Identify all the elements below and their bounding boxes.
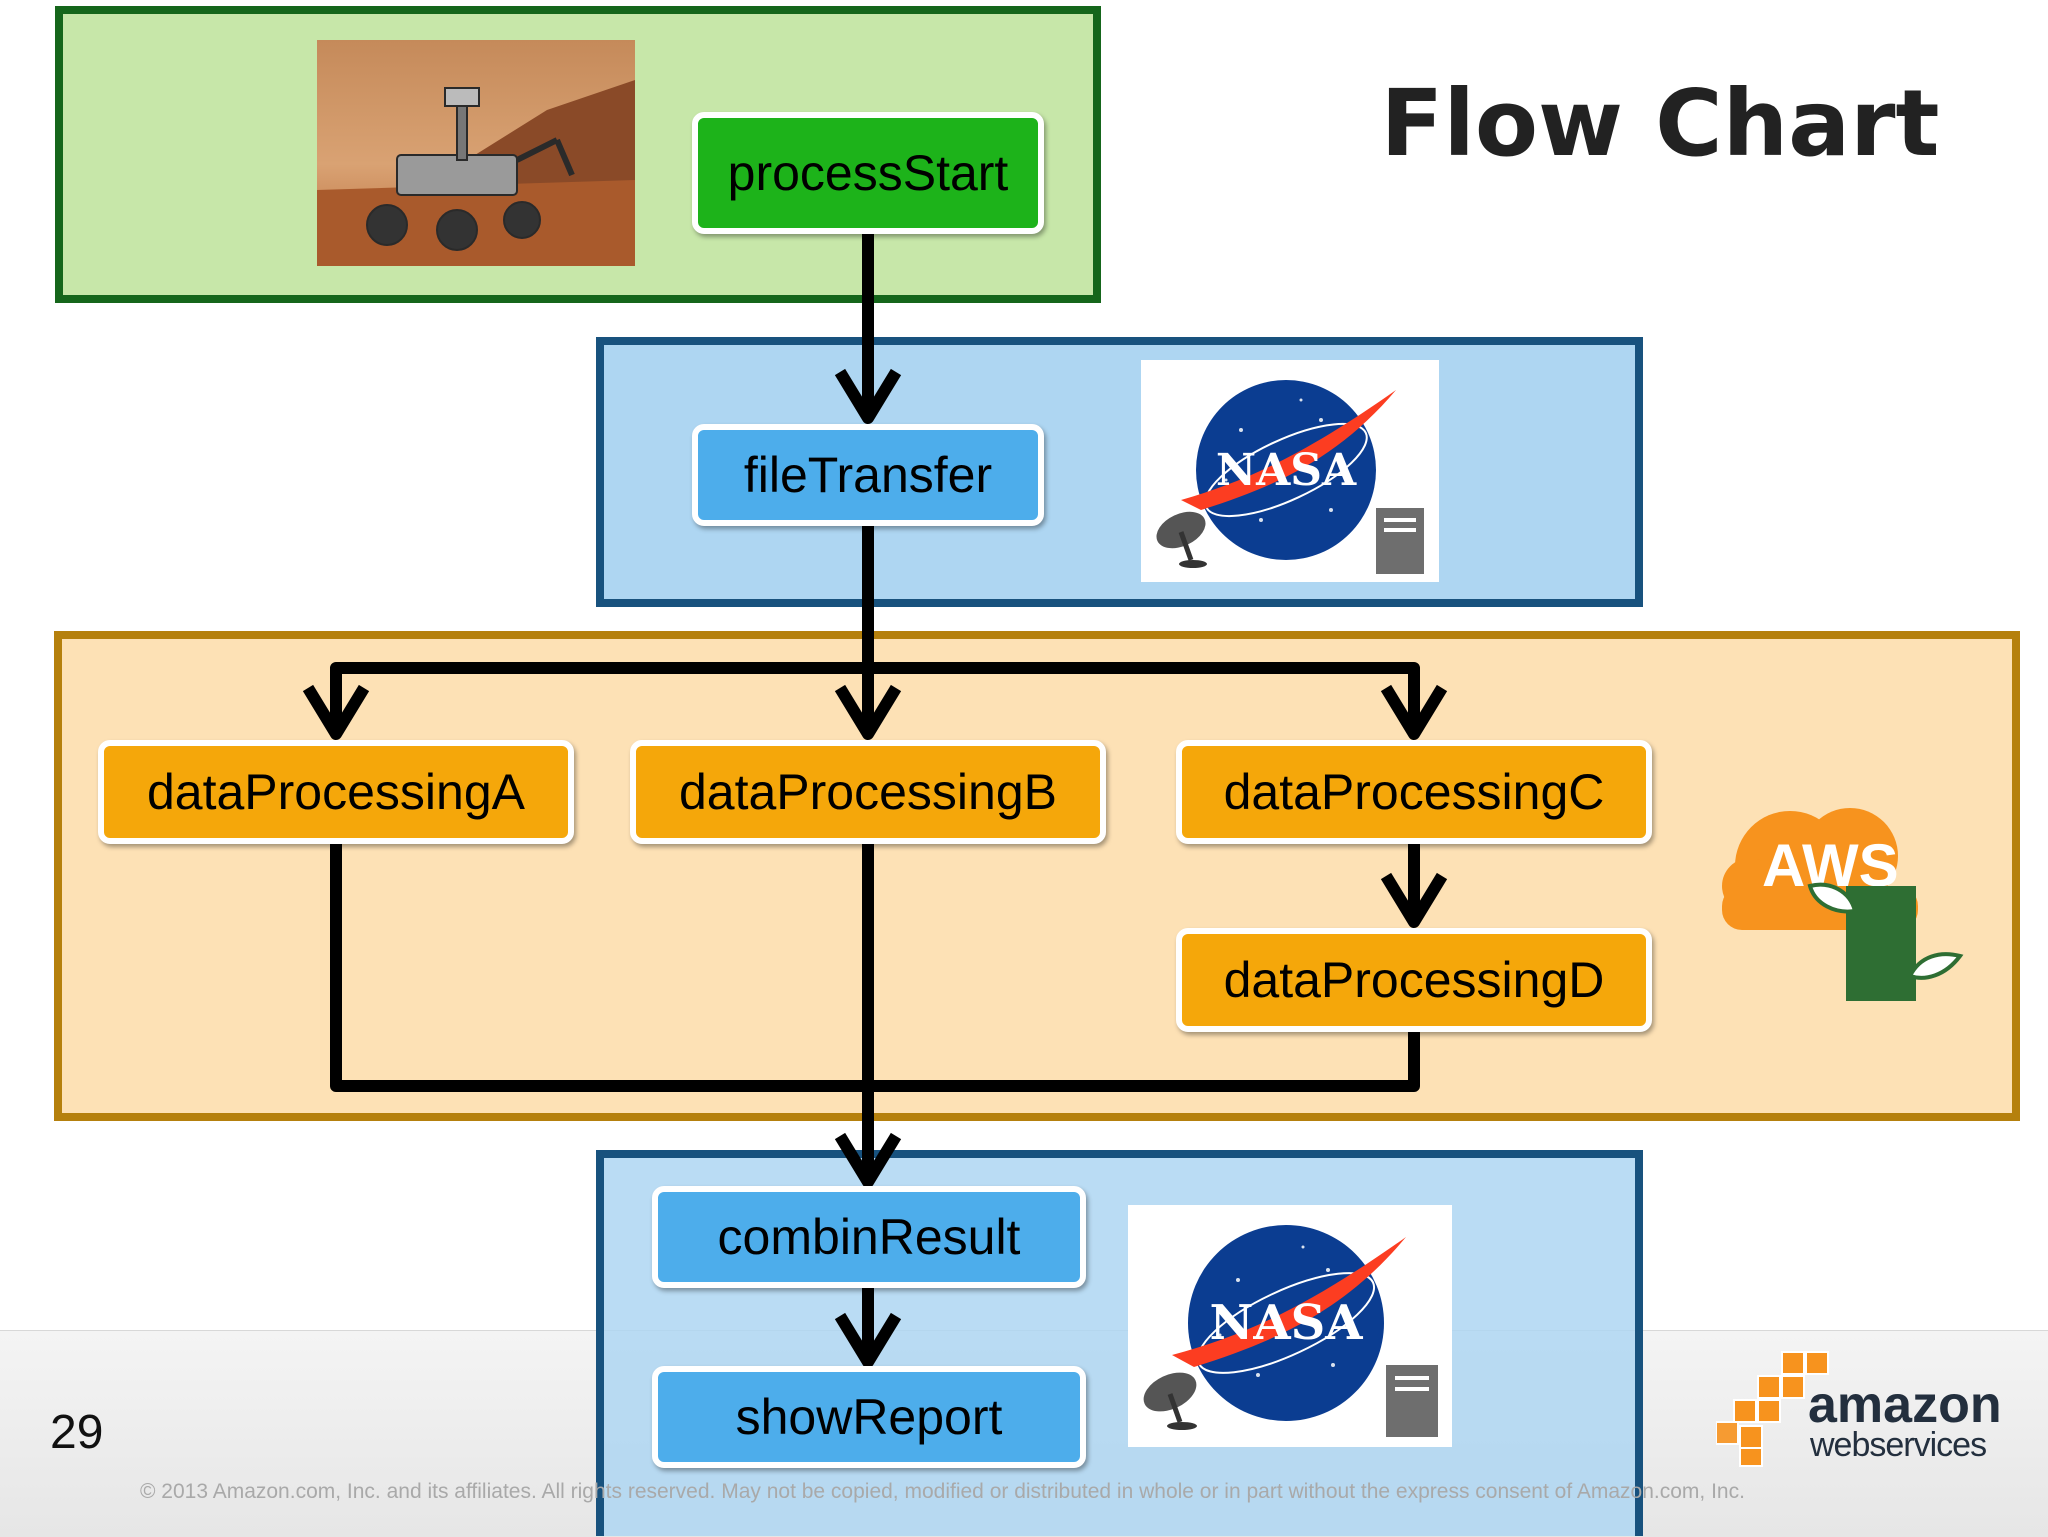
amazon-web-services-logo: amazon webservices: [1715, 1350, 2016, 1468]
node-label: dataProcessingB: [678, 764, 1057, 820]
edge-merge: [330, 842, 1420, 1092]
node-process-start[interactable]: processStart: [692, 112, 1044, 234]
node-label: processStart: [727, 145, 1009, 201]
arrowhead: [834, 368, 902, 424]
arrowhead: [834, 1132, 902, 1188]
node-data-processing-d[interactable]: dataProcessingD: [1176, 928, 1652, 1032]
node-label: dataProcessingD: [1223, 952, 1605, 1008]
node-label: dataProcessingA: [146, 764, 525, 820]
satellite-dish-icon: [1143, 1372, 1197, 1430]
nasa-wordmark: NASA: [1209, 1295, 1363, 1351]
page-title: Flow Chart: [1380, 70, 1940, 177]
arrowhead: [834, 1312, 902, 1368]
node-data-processing-c[interactable]: dataProcessingC: [1176, 740, 1652, 844]
node-label: dataProcessingC: [1223, 764, 1605, 820]
node-file-transfer[interactable]: fileTransfer: [692, 424, 1044, 526]
node-combin-result[interactable]: combinResult: [652, 1186, 1086, 1288]
node-label: showReport: [735, 1389, 1003, 1445]
node-label: combinResult: [717, 1209, 1021, 1265]
web-services-wordmark: webservices: [1809, 1426, 1986, 1464]
nasa-logo-top: NASA: [1141, 360, 1439, 582]
nasa-transfer-region: [596, 337, 1643, 607]
page-number: 29: [50, 1406, 104, 1459]
amazon-wordmark: amazon: [1808, 1376, 2002, 1434]
nasa-wordmark: NASA: [1216, 445, 1357, 496]
satellite-dish-icon: [1156, 511, 1207, 568]
nasa-logo-bottom: NASA: [1128, 1205, 1452, 1447]
aws-logo: AWS: [1720, 786, 1970, 1001]
node-label: fileTransfer: [743, 447, 993, 503]
server-icon: [1376, 508, 1424, 574]
node-data-processing-a[interactable]: dataProcessingA: [98, 740, 574, 844]
arrowhead: [834, 684, 902, 740]
aws-processing-region: [54, 631, 2020, 1121]
node-data-processing-b[interactable]: dataProcessingB: [630, 740, 1106, 844]
node-show-report[interactable]: showReport: [652, 1366, 1086, 1468]
server-icon: [1386, 1365, 1438, 1437]
copyright-notice: © 2013 Amazon.com, Inc. and its affiliat…: [140, 1480, 1745, 1503]
arrowhead: [1380, 684, 1448, 740]
amazon-boxes-icon: [1715, 1351, 1829, 1467]
edge-branch-bar: [330, 662, 1420, 728]
arrowhead: [302, 684, 370, 740]
mars-rover-photo: [317, 40, 635, 266]
arrowhead: [1380, 872, 1448, 928]
